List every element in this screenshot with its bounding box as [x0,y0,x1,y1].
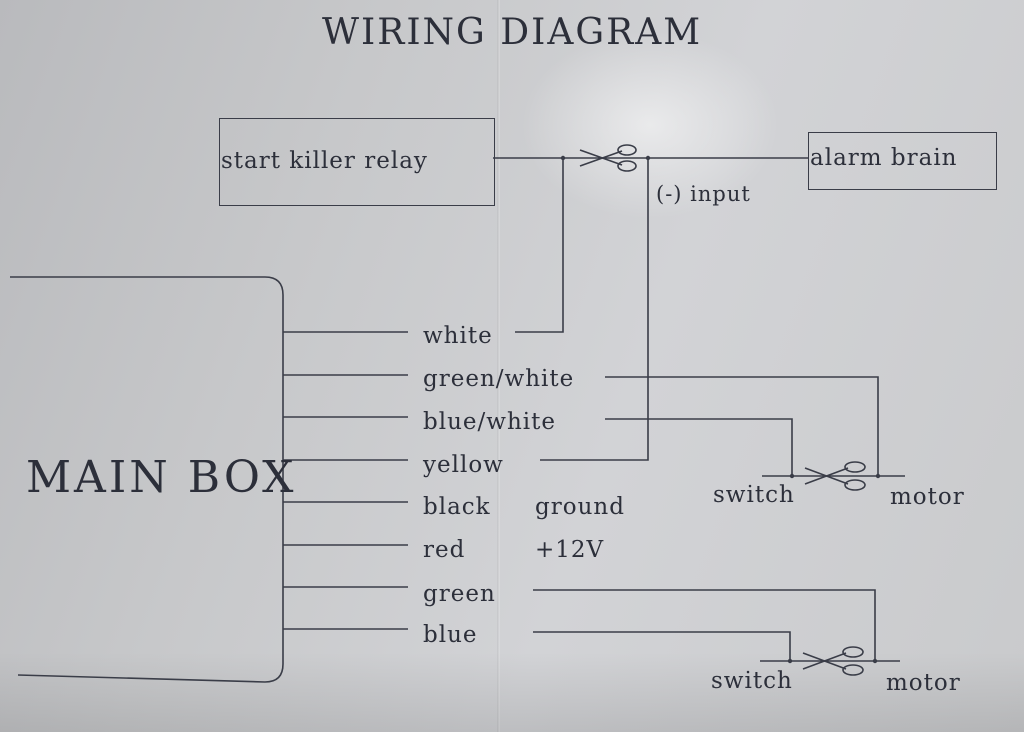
junction-dot [789,473,795,479]
main-box-label: MAIN BOX [26,452,297,503]
wire-label-blue-white: blue/white [423,409,556,435]
switch-label: switch [713,482,795,508]
junction-dot [875,473,881,479]
wire-label-green-white: green/white [423,366,575,392]
wire-label-green: green [423,581,496,607]
blue-wire-run [533,631,791,661]
blue-white-wire-run [605,418,793,476]
green-white-wire-run [605,376,879,476]
relay-box [219,118,495,206]
junction-dot [560,155,566,161]
motor-label: motor [890,484,965,510]
alarm-label: alarm brain [810,145,958,171]
yellow-wire-run [540,158,649,461]
wire-note-ground: ground [535,494,625,520]
white-wire-run [515,158,564,333]
wire-label-red: red [423,537,466,563]
wire-label-white: white [423,323,493,349]
junction-dot [787,658,793,664]
scissors-icon [802,646,864,676]
diagram-title: WIRING DIAGRAM [322,12,703,53]
wire-label-yellow: yellow [423,452,504,478]
motor-label: motor [886,670,961,696]
relay-label: start killer relay [221,148,428,174]
scissors-icon [579,144,637,172]
junction-dot [645,155,651,161]
alarm-input-label: (-) input [656,182,751,206]
wire-note-12v: +12V [535,537,605,563]
scissors-icon [804,461,866,491]
wire-label-blue: blue [423,622,478,648]
green-wire-run [533,589,876,661]
wire-label-black: black [423,494,491,520]
main-box-outline [10,276,284,683]
junction-dot [872,658,878,664]
alarm-box [808,132,997,190]
switch-label: switch [711,668,793,694]
paper-fold [497,0,500,732]
